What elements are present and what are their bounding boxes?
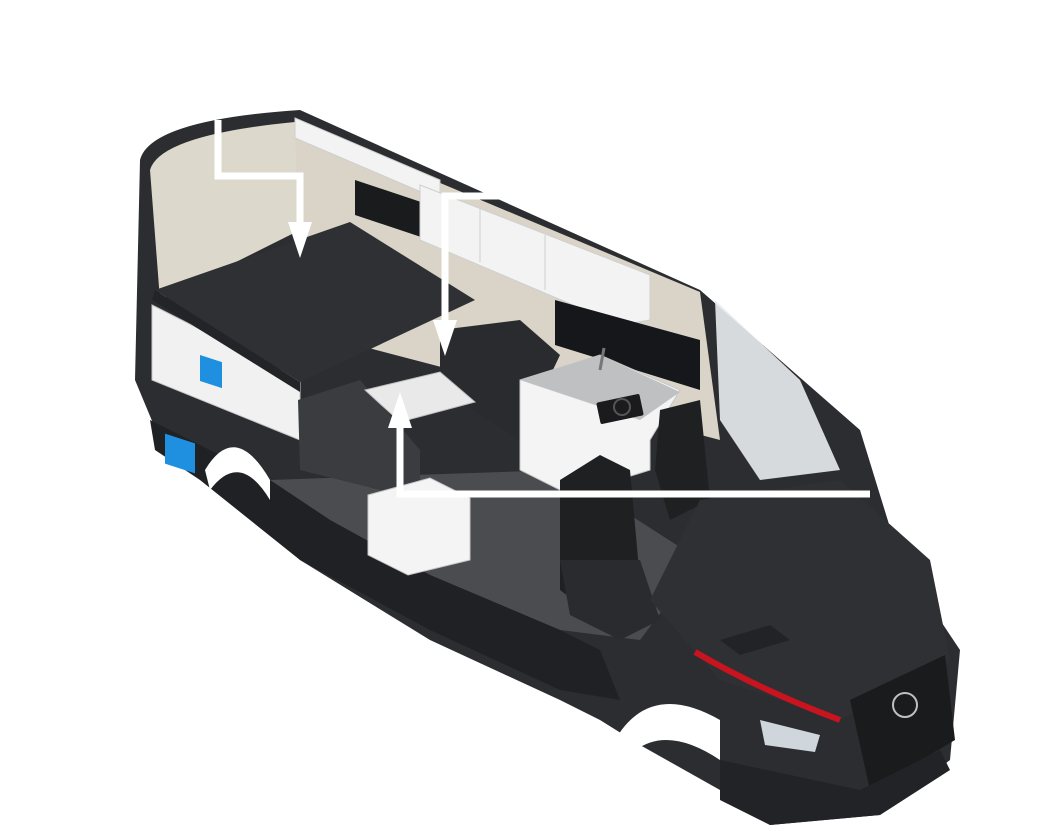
- windshield: [715, 300, 840, 480]
- wheel-arches: [205, 447, 720, 760]
- bed-platform: [151, 222, 475, 474]
- front-bumper: [720, 750, 950, 825]
- sink-faucet: [598, 347, 606, 371]
- bench-seat: [298, 380, 420, 500]
- arrow-bed-head: [288, 222, 312, 258]
- cab-front: [650, 300, 955, 825]
- arrow-kitchen: [441, 192, 520, 322]
- emblem: [892, 692, 918, 718]
- arrow-kitchen-head: [433, 320, 457, 356]
- window-side: [555, 300, 700, 390]
- driver-seat: [655, 400, 710, 520]
- dinette-table: [363, 371, 477, 423]
- arrow-bed: [214, 120, 304, 225]
- hood: [650, 480, 950, 720]
- arrow-table-head: [388, 392, 412, 428]
- mattress: [155, 222, 475, 382]
- front-wheel-arch: [615, 704, 720, 760]
- red-accent-line: [693, 649, 842, 723]
- rear-wheel-arch: [205, 447, 270, 500]
- upper-cabinets: [294, 117, 700, 390]
- hood-vents: [720, 625, 790, 655]
- front-grille: [850, 655, 955, 790]
- induction-cooktop: [596, 394, 644, 424]
- storage-cube: [367, 477, 471, 576]
- headlight: [760, 720, 820, 752]
- storage-bin: [165, 433, 195, 474]
- kitchen-galley: [519, 347, 681, 496]
- callout-arrows: [214, 120, 870, 498]
- rear-wall-panel: [150, 122, 300, 300]
- arrow-table: [396, 425, 870, 498]
- storage-bin-small: [200, 354, 222, 389]
- window-rear: [355, 180, 430, 240]
